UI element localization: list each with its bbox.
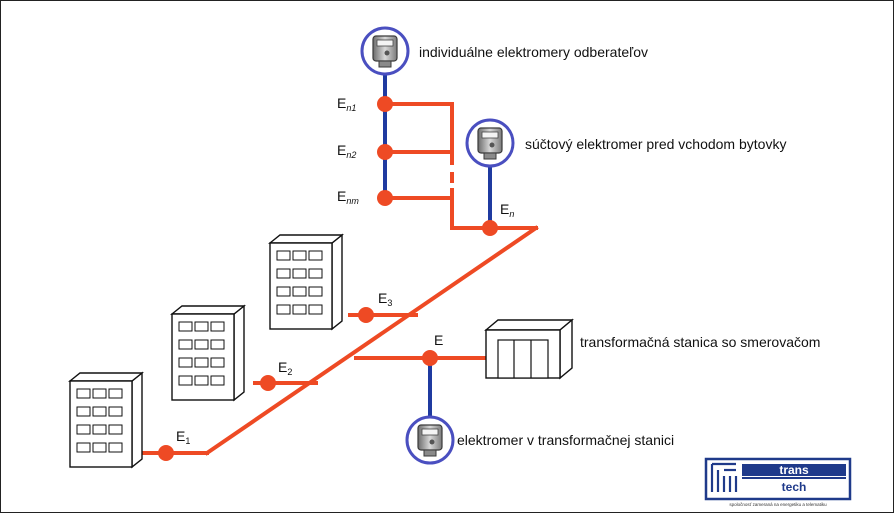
node-e2 xyxy=(260,375,276,391)
node-en2 xyxy=(377,144,393,160)
building-2-icon xyxy=(171,305,245,401)
node-e1 xyxy=(158,445,174,461)
label-e3: E3 xyxy=(378,290,392,308)
logo-mark-icon xyxy=(710,462,738,492)
logo-word-1: trans xyxy=(779,463,809,477)
logo-word-2: tech xyxy=(782,480,807,494)
individual-meter-icon xyxy=(360,26,410,76)
station-meter-label: elektromer v transformačnej stanici xyxy=(457,432,674,448)
label-e: E xyxy=(434,332,443,348)
summing-meter-icon xyxy=(465,118,515,168)
label-enm: Enm xyxy=(337,188,359,206)
node-e3 xyxy=(358,307,374,323)
node-e xyxy=(422,350,438,366)
station-label: transformačná stanica so smerovačom xyxy=(580,334,820,350)
label-en2: En2 xyxy=(337,142,356,160)
label-e1: E1 xyxy=(176,428,190,446)
transformer-station-icon xyxy=(484,318,574,380)
summing-meter-label: súčtový elektromer pred vchodom bytovky xyxy=(525,136,786,152)
node-en xyxy=(482,220,498,236)
station-meter-icon xyxy=(405,415,455,465)
building-1-icon xyxy=(69,372,143,468)
label-e2: E2 xyxy=(278,359,292,377)
main-feeder xyxy=(204,225,539,456)
label-en: En xyxy=(500,201,514,219)
building-3-icon xyxy=(269,234,343,330)
node-en1 xyxy=(377,96,393,112)
individual-meters-label: individuálne elektromery odberateľov xyxy=(419,44,648,60)
logo-tagline: spoločnosť zameraná na energetiku a tele… xyxy=(729,502,827,507)
label-en1: En1 xyxy=(337,95,356,113)
transtech-logo: trans tech spoločnosť zameraná na energe… xyxy=(704,457,852,507)
node-enm xyxy=(377,190,393,206)
